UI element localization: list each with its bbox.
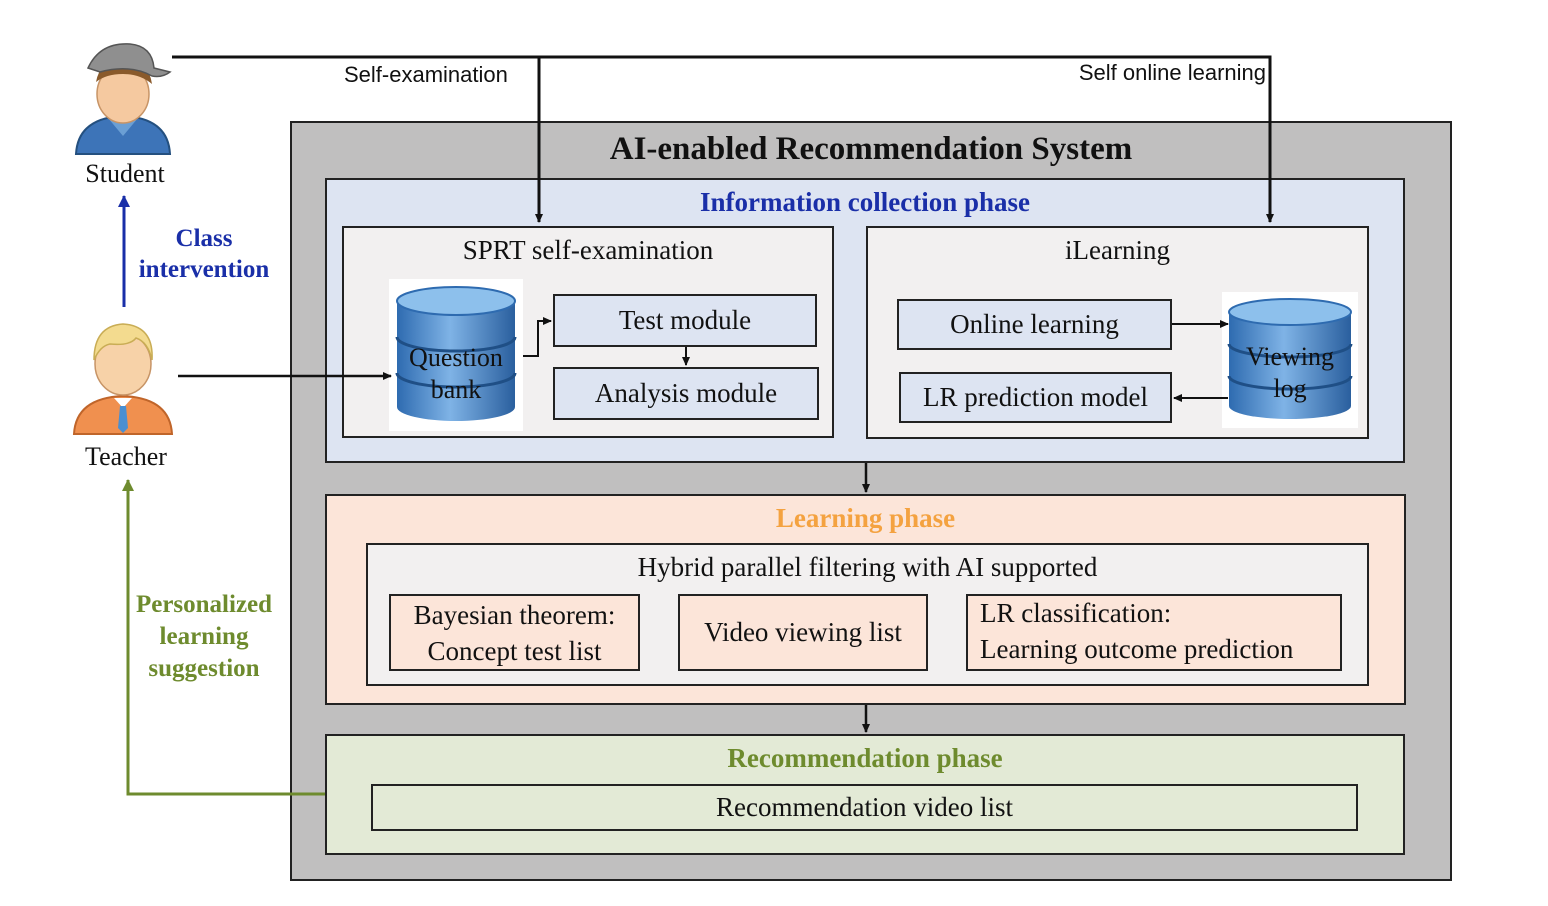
database-icon (1227, 298, 1353, 419)
teacher-label: Teacher (85, 442, 167, 471)
personalized-line-2: learning (159, 623, 249, 650)
sprt-title: SPRT self-examination (462, 234, 714, 265)
lr-prediction-model-box: LR prediction model (899, 372, 1172, 423)
bayesian-line-2: Concept test list (427, 635, 602, 666)
question-bank-db (389, 279, 523, 431)
online-learning-box: Online learning (897, 299, 1172, 350)
lr-classification-box (966, 594, 1342, 671)
system-title: AI-enabled Recommendation System (609, 130, 1133, 167)
class-intervention-line-2: intervention (138, 256, 270, 283)
database-icon (395, 286, 517, 421)
info-phase-title: Information collection phase (700, 186, 1030, 217)
student-label: Student (85, 159, 165, 188)
question-bank-label-1: Question (409, 343, 503, 372)
student-icon (70, 38, 176, 156)
hybrid-title: Hybrid parallel filtering with AI suppor… (637, 551, 1098, 582)
student-flow-lines (172, 55, 1274, 223)
lr-classification-line-1: LR classification: (980, 598, 1172, 628)
viewing-log-label-2: log (1273, 374, 1307, 403)
analysis-module-box: Analysis module (553, 367, 819, 420)
ilearning-title: iLearning (1065, 234, 1170, 265)
personalized-suggestion-arrow (122, 479, 325, 796)
viewing-log-db (1222, 292, 1358, 428)
class-intervention-line-1: Class (175, 225, 233, 252)
bayesian-line-1: Bayesian theorem: (413, 599, 616, 630)
question-bank-to-test-module-arrow (523, 317, 552, 357)
recommendation-video-list-box: Recommendation video list (371, 784, 1358, 831)
personalized-line-1: Personalized (135, 591, 273, 618)
learning-phase-title: Learning phase (775, 502, 956, 533)
video-viewing-list-box: Video viewing list (678, 594, 928, 671)
personalized-line-3: suggestion (148, 655, 260, 682)
bayesian-box (389, 594, 640, 671)
self-online-learning-label: Self online learning (1078, 60, 1266, 85)
teacher-icon (70, 316, 176, 436)
self-examination-label: Self-examination (344, 62, 508, 87)
lr-classification-line-2: Learning outcome prediction (980, 634, 1294, 664)
question-bank-label-2: bank (430, 375, 482, 404)
test-module-box: Test module (553, 294, 817, 347)
recommendation-phase-title: Recommendation phase (727, 742, 1003, 773)
viewing-log-label-1: Viewing (1246, 342, 1334, 371)
